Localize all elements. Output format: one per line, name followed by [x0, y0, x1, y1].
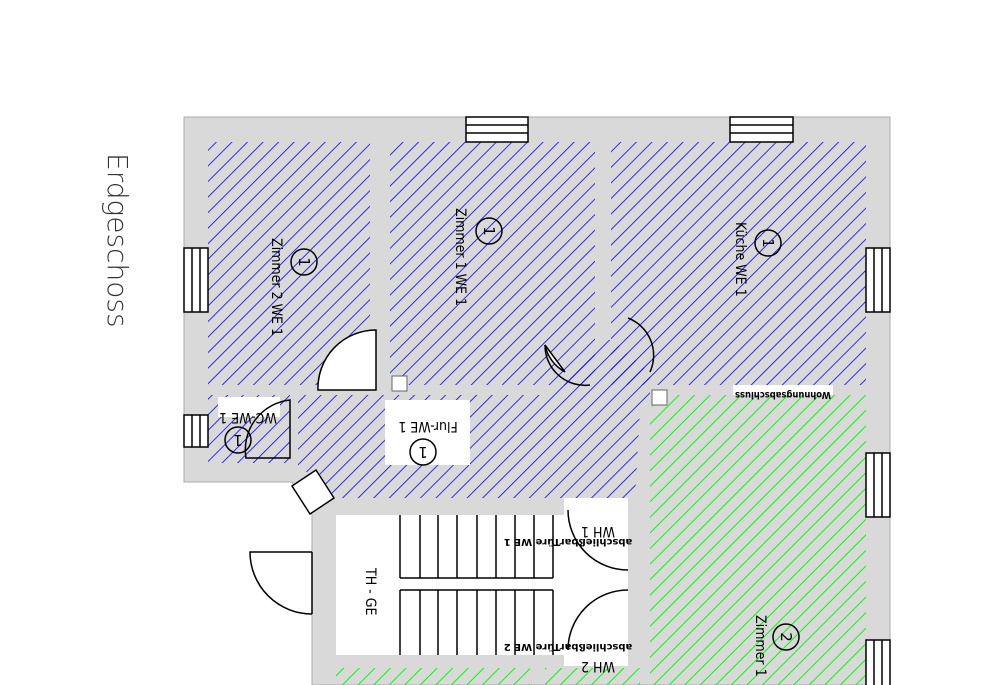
room-number: 1 [233, 431, 243, 449]
room-number: 1 [480, 226, 498, 236]
door-text: Türe WE 2 [504, 641, 561, 652]
flur-label-box [385, 400, 470, 465]
room-label: Zimmer 1 WE 1 [452, 208, 468, 306]
wc-label-box [218, 397, 280, 417]
room-number: 1 [418, 443, 428, 461]
stair-hall-label: TH - GE [362, 567, 378, 615]
room-zimmer-1-we1 [390, 142, 595, 385]
wall-note-box [733, 385, 833, 395]
room-label: WC-WE 1 [219, 409, 277, 425]
stairs [399, 515, 554, 655]
door-label: WH 1 [581, 523, 615, 539]
door-label: WH 2 [581, 658, 615, 674]
door-note: abschließbar [560, 536, 633, 547]
room-kueche-we1 [611, 142, 866, 385]
room-bottom-mid-we2 [545, 668, 640, 685]
room-label: Zimmer 2 WE 1 [268, 238, 284, 336]
shaft [651, 389, 668, 406]
doors [244, 317, 655, 651]
room-zimmer-1-we2 [650, 395, 866, 685]
room-bottom-left-we2 [336, 668, 530, 685]
door-text: Türe WE 1 [504, 536, 561, 547]
wh-area [564, 498, 628, 666]
floor-title: Erdgeschoss [101, 153, 134, 328]
room-label: Flur-WE 1 [398, 418, 457, 434]
room-number: 2 [777, 632, 795, 642]
room-number: 1 [295, 257, 313, 267]
stair-hall [336, 515, 564, 655]
door-note: abschließbar [560, 641, 633, 652]
shaft [391, 375, 408, 392]
room-label: Zimmer 1 [752, 615, 768, 677]
wall-note: Wohnungsabschluss [735, 389, 831, 400]
windows [183, 116, 891, 685]
room-label: Küche WE 1 [732, 222, 748, 297]
room-number: 1 [759, 238, 777, 248]
